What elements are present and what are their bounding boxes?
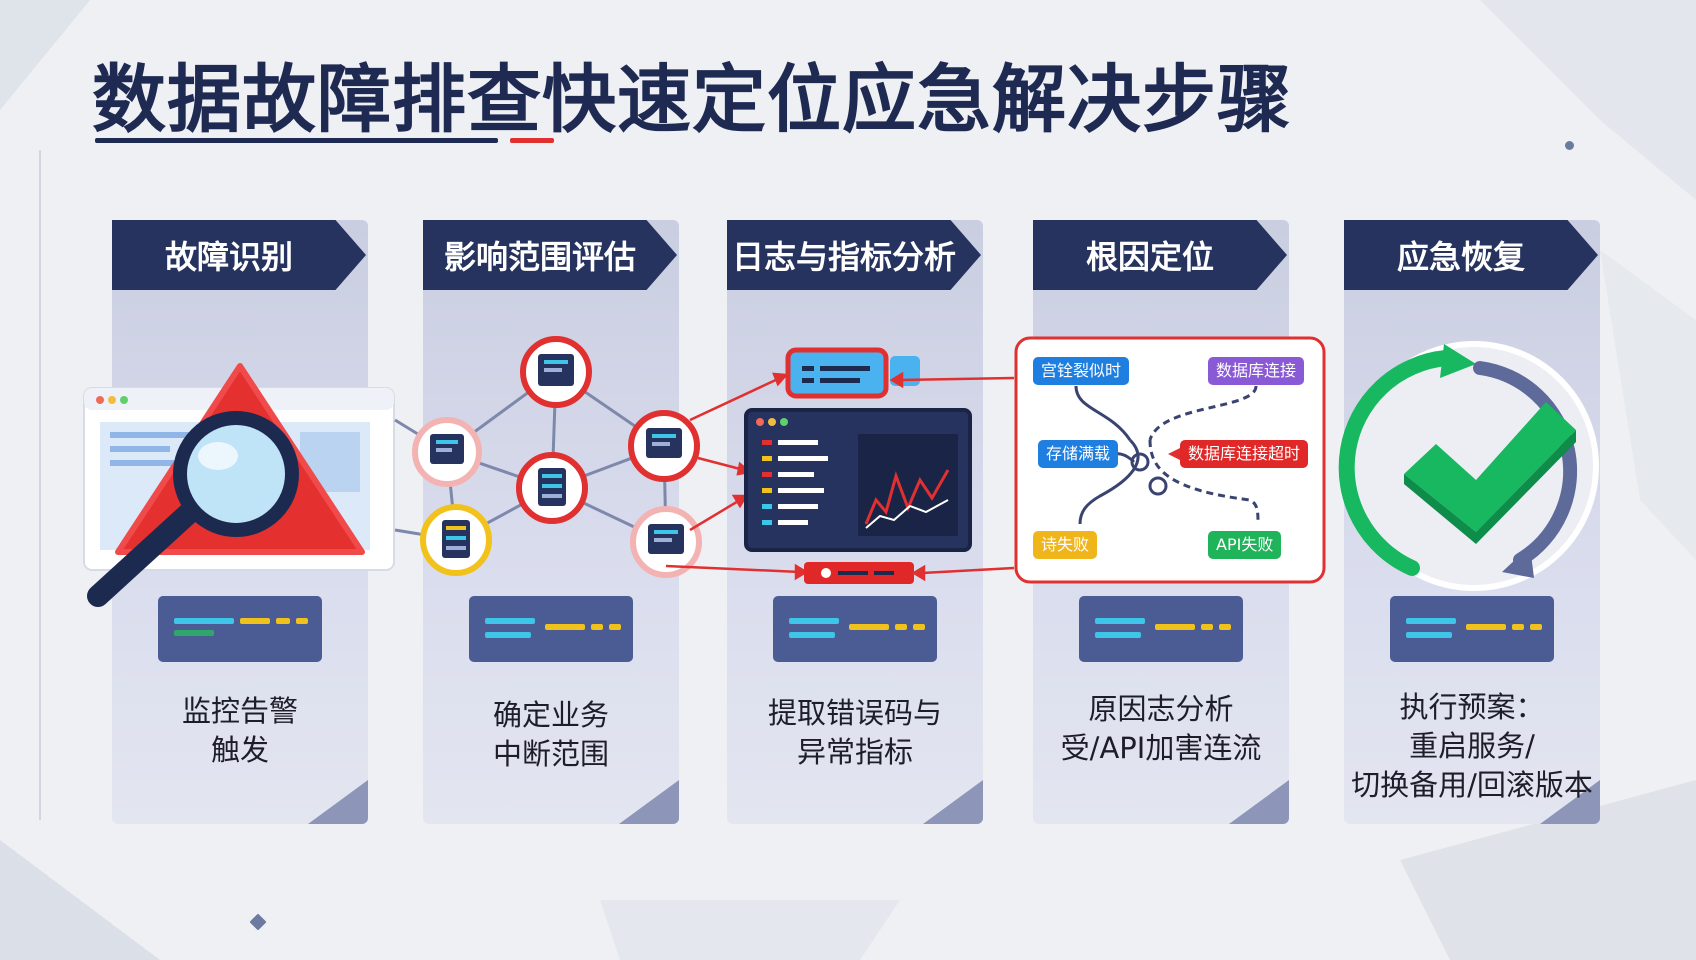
step-header-1: 故障识别 (112, 220, 366, 290)
page-title: 数据故障排查快速定位应急解决步骤 (92, 57, 1292, 143)
root-cause-tag: 诗失败 (1033, 531, 1098, 559)
step-label-1: 监控告警触发 (181, 694, 298, 767)
step-label-2: 确定业务中断范围 (492, 698, 609, 771)
step-label-3: 提取错误码与异常指标 (767, 696, 942, 769)
status-panel-icon (1390, 596, 1554, 662)
root-cause-tag: 数据库连接 (1208, 357, 1305, 385)
root-cause-tag: 数据库连接超时 (1180, 440, 1309, 468)
title-underline (95, 138, 498, 143)
recovery-check-icon (1338, 341, 1599, 591)
server-node-icon (628, 410, 700, 482)
status-panel-icon (773, 596, 937, 662)
decor-dot (1565, 141, 1574, 150)
server-node-icon (516, 452, 588, 524)
root-cause-tag: API失败 (1208, 531, 1282, 559)
log-dashboard-icon (744, 347, 972, 584)
step-label-4: 原因志分析受/API加害连流 (1060, 692, 1262, 765)
flow-arrow-icon (665, 372, 809, 581)
server-node-icon (520, 336, 592, 408)
flow-arrow-icon (889, 371, 1015, 582)
step-header-5: 应急恢复 (1344, 220, 1598, 290)
step-header-4: 根因定位 (1033, 220, 1287, 290)
root-cause-tag: 存储满载 (1038, 440, 1119, 468)
server-node-icon (630, 506, 702, 578)
title-underline-accent (510, 138, 554, 143)
server-node-icon (412, 417, 482, 487)
step-header-3: 日志与指标分析 (727, 220, 981, 290)
warning-magnifier-icon (83, 363, 395, 607)
server-node-icon (420, 504, 492, 576)
step-header-2: 影响范围评估 (423, 220, 677, 290)
root-cause-tag: 宫铨裂似时 (1033, 357, 1130, 385)
status-panel-icon (158, 596, 322, 662)
step-label-5: 执行预案：重启服务/切换备用/回滚版本 (1351, 690, 1593, 802)
status-panel-icon (1079, 596, 1243, 662)
status-panel-icon (469, 596, 633, 662)
